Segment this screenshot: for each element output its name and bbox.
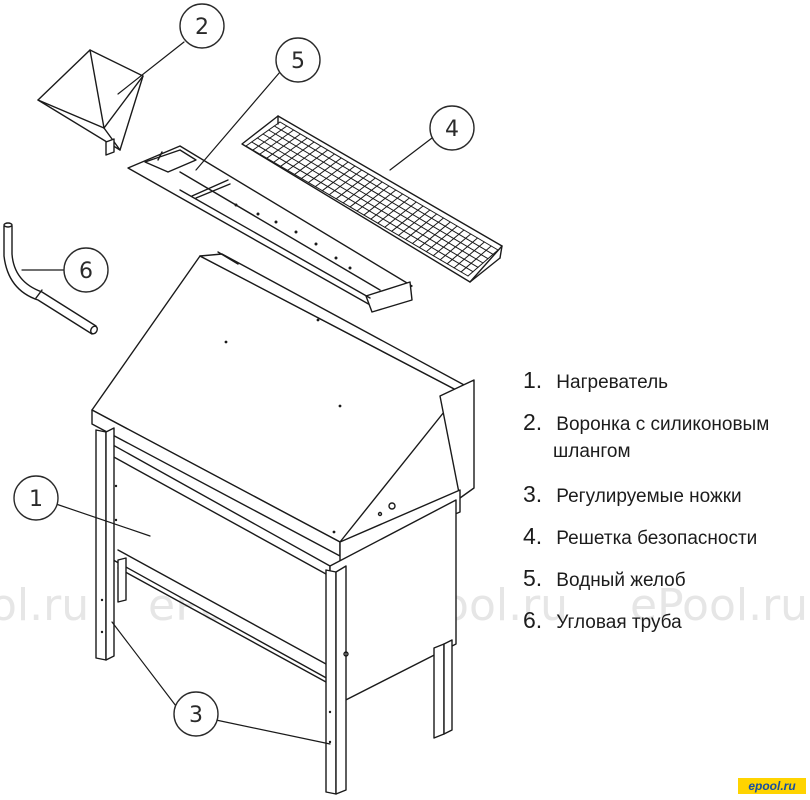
callout-6-label: 6 xyxy=(79,259,93,284)
water-trough-drawing xyxy=(127,145,413,313)
callout-3-label: 3 xyxy=(189,703,203,728)
legend-item-5: 5. Водный желоб xyxy=(523,566,686,593)
legend-item-number: 5. xyxy=(523,565,543,591)
watermark-text-1: ol.ru xyxy=(0,580,89,631)
callout-5-label: 5 xyxy=(291,49,305,74)
legend-item-number: 6. xyxy=(523,607,543,633)
callout-2-label: 2 xyxy=(195,15,209,40)
callout-6-circle xyxy=(63,247,109,293)
legend-item-label: Решетка безопасности xyxy=(556,528,758,549)
callout-1-circle xyxy=(13,475,59,521)
legend-item-1: 1. Нагреватель xyxy=(523,368,668,395)
watermark-text-4: ePool.ru xyxy=(630,580,808,631)
callout-2-circle xyxy=(179,3,225,49)
corner-pipe-drawing xyxy=(3,222,98,335)
callout-4-circle xyxy=(429,105,475,151)
legend-item-2: 2. Воронка с силиконовым xyxy=(523,410,769,437)
leader-lines xyxy=(21,41,433,745)
legend-item-number: 1. xyxy=(523,367,543,393)
legend-item-label: Воронка с силиконовым xyxy=(556,414,770,435)
callout-5-circle xyxy=(275,37,321,83)
callout-4-label: 4 xyxy=(445,117,459,142)
site-logo: epool.ru xyxy=(738,778,806,794)
callout-3-circle xyxy=(173,691,219,737)
legend-item-number: 4. xyxy=(523,523,543,549)
legend-item-label: Водный желоб xyxy=(556,570,686,591)
heater-cabinet-drawing xyxy=(91,251,475,795)
legend-item-6: 6. Угловая труба xyxy=(523,608,682,635)
legend-item-label: Регулируемые ножки xyxy=(556,486,742,507)
legend-item-number: 3. xyxy=(523,481,543,507)
legend-item-2-continuation: шлангом xyxy=(553,441,631,462)
legend-item-label: Нагреватель xyxy=(556,372,669,393)
legend-item-3: 3. Регулируемые ножки xyxy=(523,482,742,509)
legend-item-label: Угловая труба xyxy=(556,612,682,633)
grille-mesh xyxy=(245,121,499,277)
callout-circles xyxy=(13,3,475,737)
legend-item-4: 4. Решетка безопасности xyxy=(523,524,757,551)
funnel-drawing xyxy=(37,49,144,156)
callout-1-label: 1 xyxy=(29,487,43,512)
legend-item-number: 2. xyxy=(523,409,543,435)
